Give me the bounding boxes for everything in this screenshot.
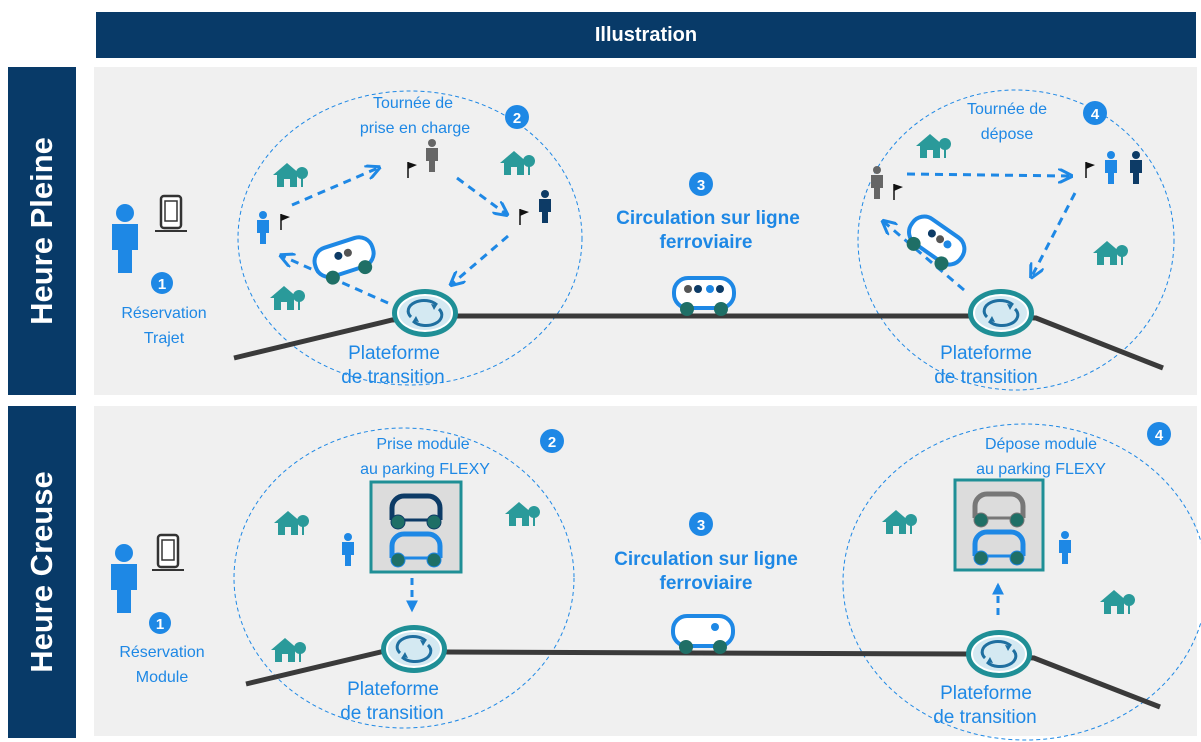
number-badge: 1 bbox=[151, 272, 173, 294]
step4-line1: Tournée de bbox=[967, 101, 1047, 118]
flag-icon bbox=[1085, 161, 1096, 179]
platform-icon bbox=[966, 287, 1036, 339]
svg-text:4: 4 bbox=[1091, 106, 1100, 123]
house-icon bbox=[1100, 590, 1135, 614]
person-icon bbox=[1105, 151, 1117, 184]
platform-right-line2: de transition bbox=[933, 707, 1037, 728]
step3-line1: Circulation sur ligne bbox=[614, 549, 798, 570]
row-label-offpeak: Heure Creuse bbox=[8, 406, 76, 738]
step1-line1: Réservation bbox=[121, 305, 206, 322]
peak-row-diagram: 1 Réservation Trajet Tournée de prise en… bbox=[112, 89, 1175, 391]
house-icon bbox=[270, 286, 305, 310]
flag-icon bbox=[280, 213, 291, 231]
platform-left-line1: Plateforme bbox=[348, 343, 440, 364]
house-icon bbox=[274, 511, 309, 535]
step2-line2: prise en charge bbox=[360, 120, 470, 137]
rail-track bbox=[233, 313, 1164, 371]
svg-text:4: 4 bbox=[1155, 427, 1164, 444]
offpeak-row-diagram: 1 Réservation Module Prise module au par… bbox=[111, 422, 1201, 741]
svg-text:1: 1 bbox=[158, 276, 166, 293]
flag-icon bbox=[893, 183, 904, 201]
svg-text:3: 3 bbox=[697, 177, 705, 194]
platform-right-line1: Plateforme bbox=[940, 343, 1032, 364]
step2-line1: Prise module bbox=[376, 436, 469, 453]
platform-left-line2: de transition bbox=[340, 703, 444, 724]
step3-line2: ferroviaire bbox=[660, 573, 753, 594]
number-badge: 3 bbox=[689, 512, 713, 536]
step3-line1: Circulation sur ligne bbox=[616, 208, 800, 229]
person-icon bbox=[1130, 151, 1142, 184]
house-icon bbox=[1093, 241, 1128, 265]
parking-icon bbox=[953, 478, 1045, 572]
step1-line1: Réservation bbox=[119, 644, 204, 661]
person-icon bbox=[426, 139, 438, 172]
platform-icon bbox=[390, 287, 460, 339]
route-arrows-right bbox=[884, 174, 1077, 292]
house-icon bbox=[273, 163, 308, 187]
svg-text:2: 2 bbox=[548, 434, 556, 451]
vehicle-icon bbox=[896, 209, 972, 279]
house-icon bbox=[882, 510, 917, 534]
number-badge: 4 bbox=[1147, 422, 1171, 446]
person-icon bbox=[1059, 531, 1071, 564]
header-title: Illustration bbox=[594, 23, 698, 46]
row-label-peak: Heure Pleine bbox=[8, 67, 76, 395]
phone-icon bbox=[153, 194, 189, 233]
number-badge: 3 bbox=[689, 172, 713, 196]
house-icon bbox=[505, 502, 540, 526]
person-icon bbox=[871, 166, 883, 199]
person-icon bbox=[257, 211, 269, 244]
platform-left-line1: Plateforme bbox=[347, 679, 439, 700]
step2-line2: au parking FLEXY bbox=[360, 461, 490, 478]
vehicle-icon bbox=[672, 276, 736, 318]
zone-right-circle bbox=[842, 423, 1201, 741]
svg-text:1: 1 bbox=[156, 616, 164, 633]
platform-icon bbox=[964, 628, 1034, 680]
step2-line1: Tournée de bbox=[373, 95, 453, 112]
panel-peak bbox=[94, 67, 1197, 395]
step1-line2: Module bbox=[136, 669, 189, 686]
house-icon bbox=[916, 134, 951, 158]
house-icon bbox=[500, 151, 535, 175]
person-icon bbox=[112, 204, 138, 273]
flag-icon bbox=[519, 208, 530, 226]
platform-right-line2: de transition bbox=[934, 367, 1038, 388]
step1-line2: Trajet bbox=[144, 330, 185, 347]
step4-line2: au parking FLEXY bbox=[976, 461, 1106, 478]
person-icon bbox=[111, 544, 137, 613]
zone-right-circle bbox=[857, 89, 1175, 391]
person-icon bbox=[342, 533, 354, 566]
person-icon bbox=[539, 190, 551, 223]
phone-icon bbox=[150, 533, 186, 572]
vehicle-icon bbox=[308, 231, 382, 291]
number-badge: 2 bbox=[540, 429, 564, 453]
step3-line2: ferroviaire bbox=[660, 232, 753, 253]
header-bar: Illustration bbox=[96, 12, 1196, 58]
rail-track bbox=[245, 648, 1161, 710]
step4-line1: Dépose module bbox=[985, 436, 1097, 453]
zone-left-circle bbox=[237, 90, 583, 386]
number-badge: 2 bbox=[505, 105, 529, 129]
svg-text:3: 3 bbox=[697, 517, 705, 534]
platform-right-line1: Plateforme bbox=[940, 683, 1032, 704]
route-arrows-left bbox=[282, 168, 508, 305]
platform-left-line2: de transition bbox=[341, 367, 445, 388]
platform-icon bbox=[379, 623, 449, 675]
svg-text:2: 2 bbox=[513, 110, 521, 127]
number-badge: 1 bbox=[149, 612, 171, 634]
flag-icon bbox=[407, 161, 418, 179]
house-icon bbox=[271, 638, 306, 662]
parking-icon bbox=[369, 480, 463, 574]
step4-line2: dépose bbox=[981, 126, 1034, 143]
zone-left-circle bbox=[233, 427, 575, 729]
vehicle-icon bbox=[671, 614, 735, 656]
number-badge: 4 bbox=[1083, 101, 1107, 125]
